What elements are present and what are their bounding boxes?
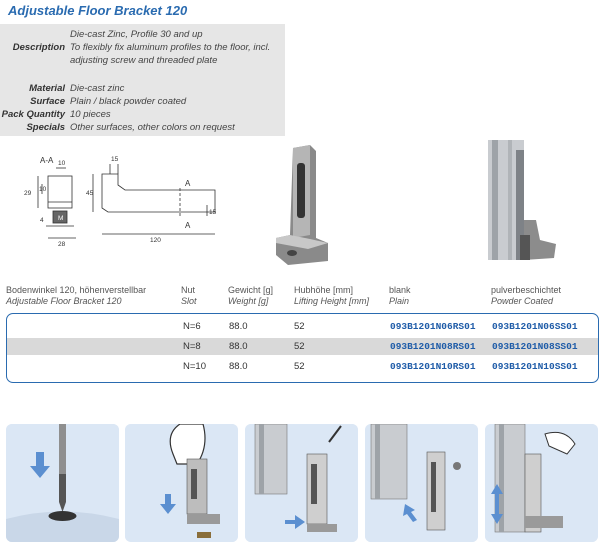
section-marker: A: [185, 221, 191, 230]
dim-label: 28: [58, 241, 66, 248]
dim-label: 4: [40, 217, 44, 224]
article-number-coated: 093B1201N10SS01: [492, 361, 578, 372]
bracket-photo: [276, 145, 328, 265]
down-arrow-icon: [160, 494, 176, 514]
install-step-mount-profile: [245, 424, 358, 542]
article-number-coated: 093B1201N06SS01: [492, 321, 578, 332]
dim-label: M: [58, 215, 63, 222]
info-row-description: Description To flexibly fix aluminum pro…: [12, 42, 271, 53]
install-step-insert-plate: [125, 424, 238, 542]
section-label: A-A: [40, 156, 54, 165]
dim-label: 15: [111, 156, 119, 163]
dim-label: 45: [86, 190, 94, 197]
article-number-coated: 093B1201N08SS01: [492, 341, 578, 352]
table-row: N=6 88.0 52 093B1201N06RS01 093B1201N06S…: [7, 318, 598, 335]
header-lifting-height: Hubhöhe [mm] Lifting Height [mm]: [294, 285, 370, 306]
mounted-bracket-photo: [488, 140, 556, 260]
info-row-surface: Surface Plain / black powder coated: [30, 96, 187, 107]
install-step-adjust: [485, 424, 598, 542]
install-step-drill: [6, 424, 119, 542]
section-marker: A: [185, 179, 191, 188]
dim-label: 10: [39, 186, 47, 193]
dim-label: 29: [24, 190, 32, 197]
header-plain: blank Plain: [389, 285, 411, 306]
dim-label: 10: [58, 160, 66, 167]
dim-label: 120: [150, 237, 161, 244]
product-info-box: Die-cast Zinc, Profile 30 and up Descrip…: [0, 24, 285, 136]
product-table: N=6 88.0 52 093B1201N06RS01 093B1201N06S…: [6, 313, 599, 383]
article-number-plain: 093B1201N10RS01: [390, 361, 476, 372]
right-arrow-icon: [403, 504, 417, 522]
down-arrow-icon: [30, 452, 50, 478]
info-row-specials: Specials Other surfaces, other colors on…: [26, 122, 235, 133]
article-number-plain: 093B1201N08RS01: [390, 341, 476, 352]
info-row-pack-quantity: Pack Quantity 10 pieces: [1, 109, 111, 120]
info-row-material: Material Die-cast zinc: [29, 83, 125, 94]
table-row: N=8 88.0 52 093B1201N08RS01 093B1201N08S…: [7, 338, 598, 355]
info-row: adjusting screw and threaded plate: [70, 55, 218, 66]
info-row: Die-cast Zinc, Profile 30 and up: [70, 29, 203, 40]
header-weight: Gewicht [g] Weight [g]: [228, 285, 274, 306]
page-title: Adjustable Floor Bracket 120: [8, 3, 188, 18]
header-slot: Nut Slot: [181, 285, 197, 306]
dim-label: 15: [209, 209, 217, 216]
header-coated: pulverbeschichtet Powder Coated: [491, 285, 562, 306]
header-description: Bodenwinkel 120, höhenverstellbar Adjust…: [6, 285, 147, 306]
technical-drawing: A-A 10 10 29 4 M 28 15 45 120 15 A A: [24, 156, 217, 248]
article-number-plain: 093B1201N06RS01: [390, 321, 476, 332]
right-arrow-icon: [285, 515, 305, 529]
up-down-arrow-icon: [491, 484, 503, 524]
install-step-fasten: [365, 424, 478, 542]
table-row: N=10 88.0 52 093B1201N10RS01 093B1201N10…: [7, 358, 598, 375]
